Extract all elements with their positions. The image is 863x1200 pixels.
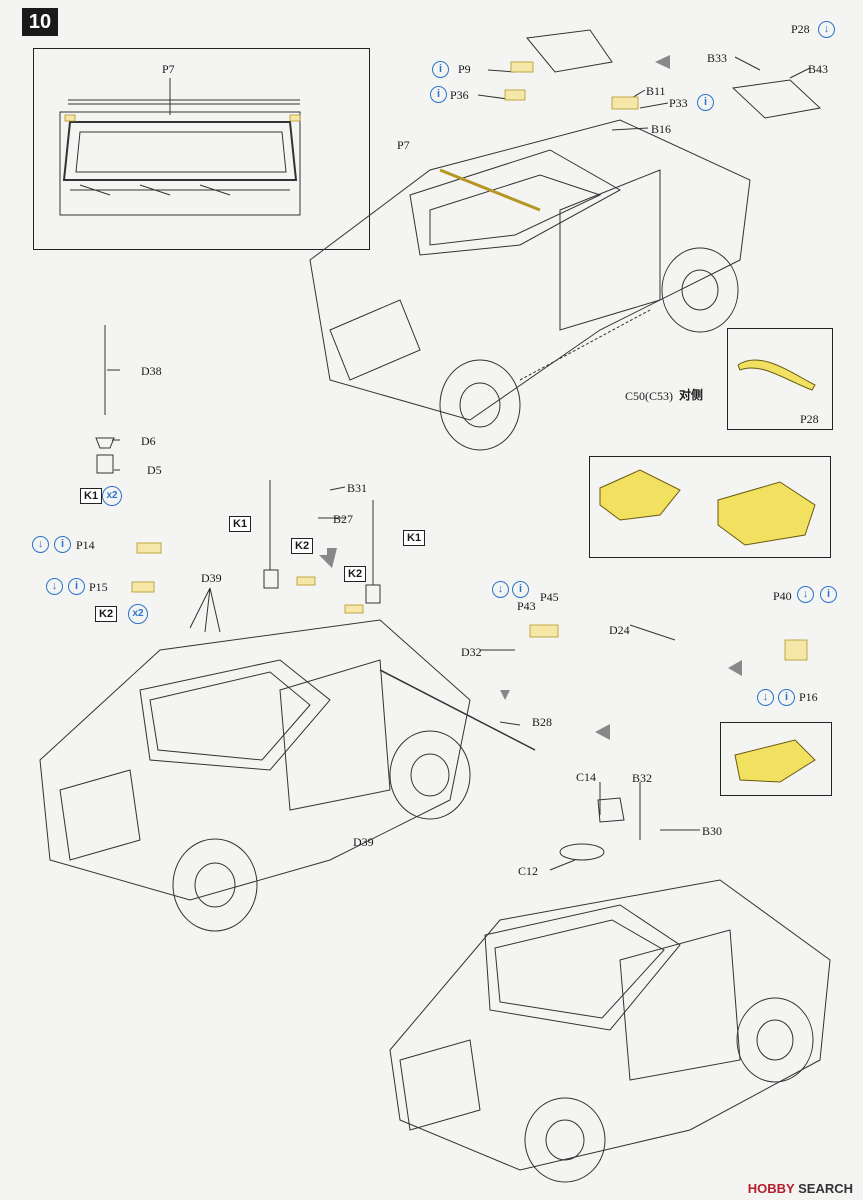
part-label-b27: B27 (333, 512, 354, 526)
quantity-badge: x2 (128, 604, 148, 624)
part-label-p40: P40 (773, 589, 792, 603)
info-icon: i (778, 689, 795, 706)
kit-marker-k2: K2 (344, 566, 367, 582)
fold-icon: ↓ (818, 21, 835, 38)
fold-icon: ↓ (492, 581, 509, 598)
info-icon: i (68, 578, 85, 595)
kit-marker-k1: K1 (80, 488, 103, 504)
inset-p7-label: P7 (162, 62, 175, 76)
part-label-b30: B30 (702, 824, 723, 838)
info-icon: i (512, 581, 529, 598)
part-label-p14: P14 (76, 538, 95, 552)
part-label-b11: B11 (646, 84, 666, 98)
part-label-d39: D39 (201, 571, 222, 585)
part-label-d32: D32 (461, 645, 482, 659)
fold-icon: ↓ (32, 536, 49, 553)
part-note-opposite-side: 对侧 (679, 388, 704, 402)
kit-marker-k1: K1 (229, 516, 252, 532)
part-label-p28: P28 (791, 22, 810, 36)
inset-p28-detail (727, 328, 833, 430)
part-label-b43: B43 (808, 62, 829, 76)
part-label-d38: D38 (141, 364, 162, 378)
inset-yellow-parts (589, 456, 831, 558)
fold-icon: ↓ (46, 578, 63, 595)
part-label-p16: P16 (799, 690, 818, 704)
part-label-p36: P36 (450, 88, 469, 102)
info-icon: i (54, 536, 71, 553)
fold-icon: ↓ (757, 689, 774, 706)
step-number: 10 (22, 8, 58, 36)
part-label-b32: B32 (632, 771, 653, 785)
part-label-b28: B28 (532, 715, 553, 729)
part-label-d24: D24 (609, 623, 630, 637)
quantity-badge: x2 (102, 486, 122, 506)
inset-windshield-detail (33, 48, 370, 250)
part-label-b31: B31 (347, 481, 368, 495)
info-icon: i (430, 86, 447, 103)
info-icon: i (697, 94, 714, 111)
part-label-p45: P45 (540, 590, 559, 604)
inset-p16-detail (720, 722, 832, 796)
part-label-p9: P9 (458, 62, 471, 76)
part-label-d5: D5 (147, 463, 162, 477)
part-label-b33: B33 (707, 51, 728, 65)
watermark: HOBBY SEARCH (747, 1181, 853, 1196)
part-label-c50: C50(C53) (625, 389, 673, 403)
fold-icon: ↓ (797, 586, 814, 603)
part-label-c12: C12 (518, 864, 539, 878)
part-label-b16: B16 (651, 122, 672, 136)
part-label-d6: D6 (141, 434, 156, 448)
info-icon: i (820, 586, 837, 603)
kit-marker-k2: K2 (95, 606, 118, 622)
kit-marker-k2: K2 (291, 538, 314, 554)
kit-marker-k1: K1 (403, 530, 426, 546)
part-label-p33: P33 (669, 96, 688, 110)
part-label-c14: C14 (576, 770, 597, 784)
part-label-p7: P7 (397, 138, 410, 152)
part-label-d39: D39 (353, 835, 374, 849)
part-label-p43: P43 (517, 599, 536, 613)
part-label-p28-detail: P28 (800, 412, 819, 426)
part-label-p15: P15 (89, 580, 108, 594)
info-icon: i (432, 61, 449, 78)
